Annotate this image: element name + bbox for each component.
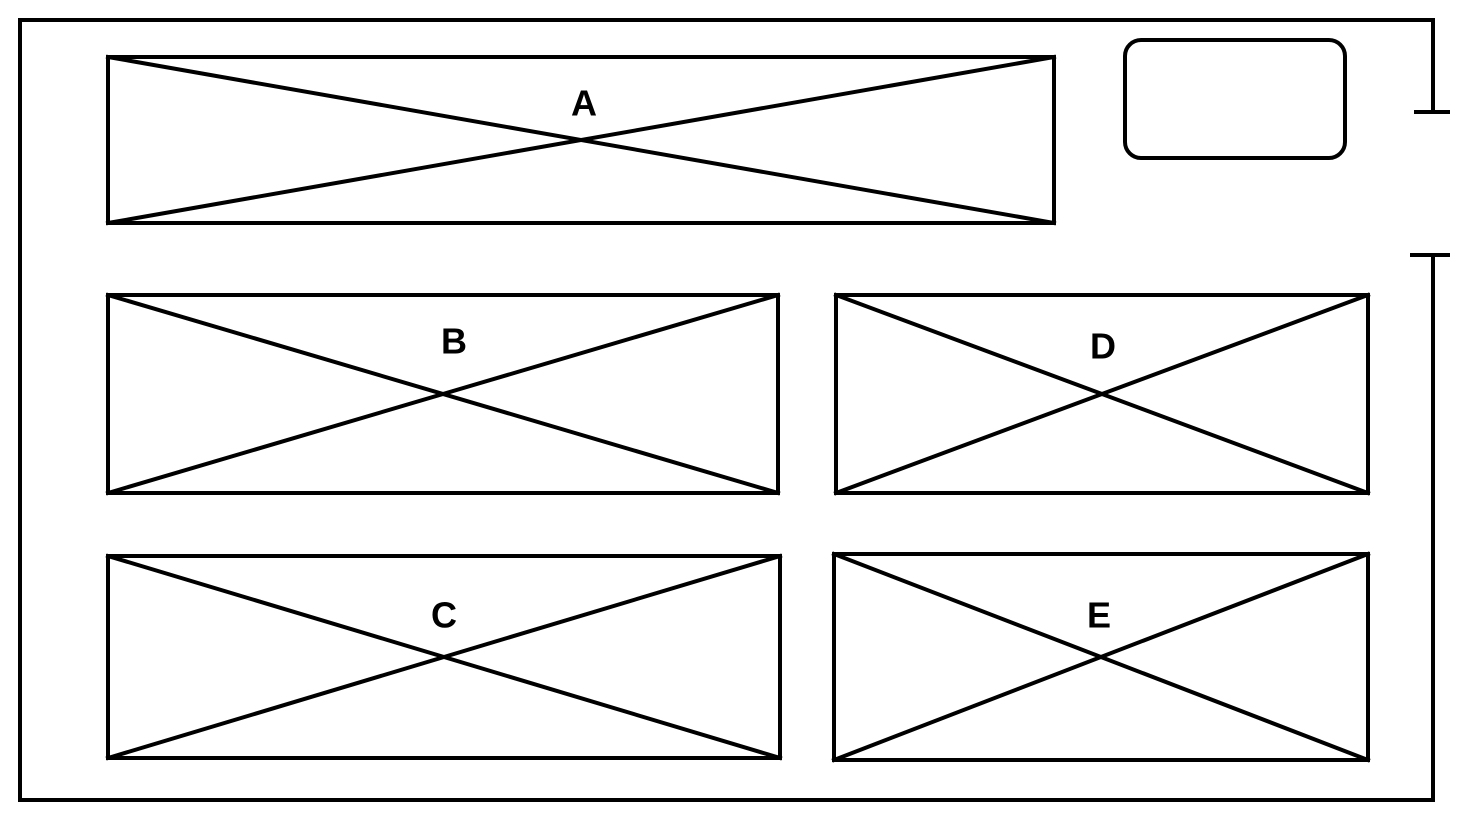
rounded-box [1123, 38, 1347, 160]
placeholder-c-frame [106, 554, 782, 760]
outer-frame [18, 18, 1435, 802]
placeholder-e-label: E [1087, 595, 1111, 636]
placeholder-d: D [833, 292, 1371, 496]
placeholder-a-label: A [571, 83, 597, 124]
placeholder-b-cross-2 [105, 292, 781, 496]
placeholder-b-frame [106, 293, 780, 495]
placeholder-c: C [105, 553, 783, 761]
placeholder-d-frame [834, 293, 1370, 495]
placeholder-a-cross-2 [105, 54, 1057, 226]
placeholder-a: A [105, 54, 1057, 226]
placeholder-e-cross-2 [831, 551, 1371, 763]
placeholder-e-frame [832, 552, 1370, 762]
placeholder-d-cross-2 [833, 292, 1371, 496]
placeholder-d-label: D [1090, 326, 1116, 367]
placeholder-c-cross-2 [105, 553, 783, 761]
placeholder-b: B [105, 292, 781, 496]
placeholder-b-label: B [441, 321, 467, 362]
placeholder-c-label: C [431, 595, 457, 636]
placeholder-e: E [831, 551, 1371, 763]
placeholder-a-frame [106, 55, 1056, 225]
